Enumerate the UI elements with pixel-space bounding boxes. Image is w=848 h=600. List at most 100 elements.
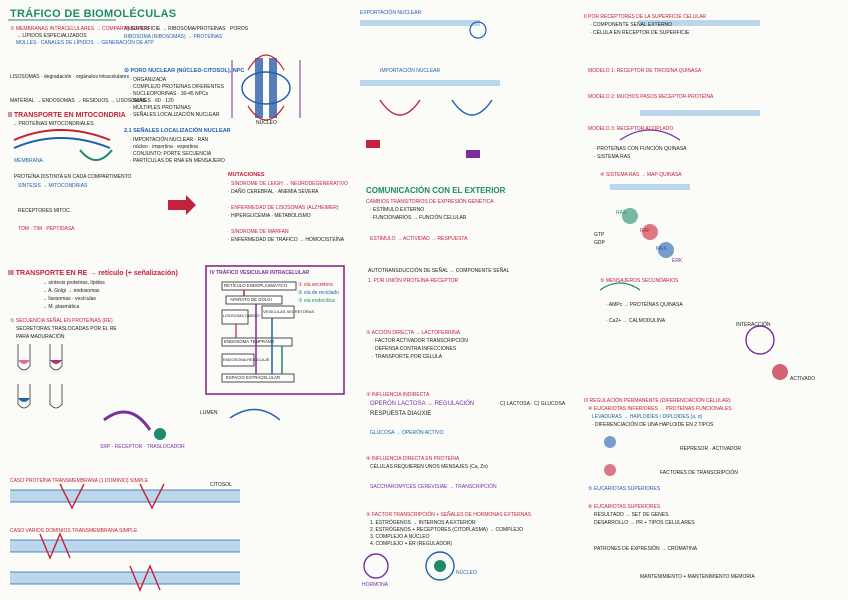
text-line: CÉLULAS REQUIEREN UNOS MENSAJES (Ca, Zn) [370,464,488,470]
text-line: ① MEMBRANAS INTRACELULARES → COMPARTIMEN… [10,26,150,32]
test-tube-icon [17,344,63,409]
page-title: TRÁFICO DE BIOMOLÉCULAS [10,8,177,20]
hormone-label: HORMONA [362,582,389,588]
text-line: RESULTADO → SET DE GENES [594,512,669,518]
text-line: MANTENIMIENTO + MANTENIMIENTO MEMORIA [640,574,755,580]
text-line: · CÉLULA EN RECEPTOR DE SUPERFICIE [590,30,690,36]
text-line: MODELO 3: RECEPTOR ACOPLADO [588,126,674,132]
nucleus-label: NÚCLEO [256,120,277,126]
text-line: LISOSOMAS · degradación · orgánulos intr… [10,74,129,80]
section-title: COMUNICACIÓN CON EL EXTERIOR [366,186,506,195]
text-line: → M. plasmática [42,304,80,310]
pores-label: POROS [230,26,249,32]
text-line: · MÚLTIPLES PROTEÍNAS [130,105,191,111]
text-line: ⑤ FACTOR TRANSCRIPCIÓN + SEÑALES DE HORM… [366,512,532,518]
case-heading: CASO VARIOS DOMINIOS TRANSMEMBRANA SIMPL… [10,528,138,534]
text-line: GLUCOSA → OPERÓN ACTIVO [370,430,444,436]
text-line: · DEFENSA CONTRA INFECCIONES [372,346,457,352]
text-line: · FACTOR ACTIVADOR TRANSCRIPCIÓN [372,338,468,344]
text-line: · FUNCIONARIOS → FUNCIÓN CELULAR [370,215,467,221]
text-line: · Ca2+ → CALMODULINA [606,318,666,324]
text-line: · SISTEMA RAS [594,154,631,160]
text-line: RIBOSOMA (RIBOSOMAS) → PROTEÍNAS [124,34,223,40]
text-line: SECRETORAS TRASLOCADAS POR EL RE [16,326,117,332]
membrane-band [10,483,240,592]
text-line: PATRONES DE EXPRESIÓN → CROMATINA [594,546,698,552]
text-line: ④ SISTEMA RAS → MAP QUINASA [600,172,682,178]
case-heading: CASO PROTEÍNA TRANSMEMBRANA (1 DOMINIO) … [10,478,149,484]
text-line: · PROTEÍNAS CON FUNCIÓN QUINASA [594,146,687,152]
text-line: · IMPORTACIÓN NUCLEAR · RAN [130,137,209,143]
text-line: A) SUPERFICIE → RIBOSOMA/PROTEÍNAS [124,26,226,32]
text-line: · ENFERMEDAD DE LISOSOMAS (ALZHEIMER) [228,205,339,211]
text-line: · DIFERENCIACIÓN DE UNA HAPLOIDE EN 2 TI… [592,422,714,428]
text-line: ⑥ EUCARIOTAS SUPERIORES [588,504,661,510]
text-line: C) LACTOSA · C) GLUCOSA [500,401,566,407]
text-line: → LÍPIDOS ESPECIALIZADOS [16,33,87,39]
text-line: · GUNES · 60 · 120 [130,98,174,104]
activated-label: ACTIVADO [790,376,816,382]
text-line: 4. COMPLEJO + ER (REGULADOR) [370,541,453,547]
text-line: TOM · TIM · PEPTIDASA [18,226,75,232]
secretory-box-label: VESÍCULAS SECRETORAS [263,309,315,314]
section-heading: II TRANSPORTE EN MITOCONDRIA [8,112,126,119]
text-line: ④ EUCARIOTAS INFERIORES → PROTEÍNAS FUNC… [588,406,732,412]
text-line: ① SECUENCIA SEÑAL EN PROTEÍNAS (RE) [10,318,113,324]
text-line: · COMPLEJO PROTEÍNAS DIFERENTES [130,84,224,90]
text-line: EXPORTACIÓN NUCLEAR [360,10,422,16]
text-line: · COMPONENTE SEÑAL EXTERNO [590,22,673,28]
text-line: SRP · RECEPTOR · TRASLOCADOR [100,444,185,450]
text-line: RESPUESTA DIAUXIE [370,411,432,417]
text-line: AUTOTRANSDUCCIÓN DE SEÑAL → COMPONENTE S… [368,268,510,274]
text-line: MODELO 2: MUCHOS PASOS RECEPTOR-PROTEÍNA [588,94,714,100]
text-line: → síntesis proteínas, lípidos [42,280,105,286]
cytosol-label: CITOSOL [210,482,232,488]
text-line: 1. POR UNIÓN PROTEÍNA-RECEPTOR [368,278,459,284]
section-heading: II POR RECEPTORES DE LA SUPERFICIE CELUL… [584,14,707,20]
text-line: · CONJUNTO: PORTE SECUENCIA [130,151,212,157]
text-line: OPERÓN LACTOSA → REGULACIÓN [370,401,475,407]
text-line: PROTEÍNA DISTINTA EN CADA COMPARTIMENTO [14,174,132,180]
text-line: 1. ESTRÓGENOS → INTERNOS A EXTERIOR [370,520,476,526]
big-arrow-icon [168,195,196,215]
text-line: → PROTEÍNAS MITOCONDRIALES [12,121,94,127]
text-line: DESARROLLO → PR + TIPOS CELULARES [594,520,695,526]
section-heading: ② PORO NUCLEAR (NÚCLEO-CITOSOL), NPC [124,68,245,74]
nuclear-pore-icon [231,54,301,121]
nucleus-label: NÚCLEO [456,570,477,576]
text-line: MOLLES · CANALES DE LÍPIDOS → GENERACIÓN… [16,40,154,46]
text-line: CAMBIOS TRANSITORIOS DE EXPRESIÓN GENÉTI… [366,199,494,205]
text-line: · SÍNDROME DE MARFAN [228,229,289,235]
text-line: → lisosomas · vesículas [42,296,96,302]
text-line: · NUCLEOPORINAS · 30-45 NPCs [130,91,209,97]
text-line: REPRESOR · ACTIVADOR [680,446,742,452]
legend-item: ① vía secretora [298,282,333,288]
early-endosome-label: ENDOSOMA TEMPRANO [224,339,275,344]
text-line: · núcleo · importina · exportina [130,144,198,150]
recycling-endosome-label: ENDOSOMA RECICLAJE [223,357,270,362]
section-heading: III TRANSPORTE EN RE → retículo (+ señal… [8,270,178,277]
text-line: ④ INFLUENCIA DIRECTA EN PROTEÍNA [366,456,460,462]
text-line: ⑤ EUCARIOTAS SUPERIORES [588,486,661,492]
text-line: · SÍNDROME DE LEIGH → NEURODEGENERATIVO [228,181,348,187]
er-box-label: RETÍCULO ENDOPLASMÁTICO [224,283,288,288]
lysosome-box-label: LISOSOMA TARDÍO [223,313,260,318]
interaction-label: INTERACCIÓN [736,322,771,328]
text-line: 3. COMPLEJO A NÚCLEO [370,534,430,540]
ras-label: RAS [616,210,627,216]
text-line: · SEÑALES LOCALIZACIÓN NUCLEAR [130,112,220,118]
text-line: SÍNTESIS → MITOCONDRIAS [18,183,88,189]
erk-label: ERK [672,258,683,264]
section-heading: 2.1 SEÑALES LOCALIZACIÓN NUCLEAR [124,128,231,134]
legend-item: ③ vía endocítica [298,298,335,304]
text-line: · DAÑO CEREBRAL · ANEMIA SEVERA [228,189,319,195]
gdp-label: GDP [594,240,605,246]
text-line: MODELO 1: RECEPTOR DE TIROSINA QUINASA [588,68,702,74]
text-line: MATERIAL → ENDOSOMAS → RESIDUOS → LISOSO… [10,98,146,104]
text-line: · HIPERGLICEMIA · METABOLISMO [228,213,311,219]
lumen-label: LUMEN [200,410,218,416]
section-heading: IV TRÁFICO VESICULAR INTRACELULAR [210,270,310,276]
text-line: IMPORTACIÓN NUCLEAR [380,68,441,74]
text-line: FACTORES DE TRANSCRIPCIÓN [660,470,738,476]
